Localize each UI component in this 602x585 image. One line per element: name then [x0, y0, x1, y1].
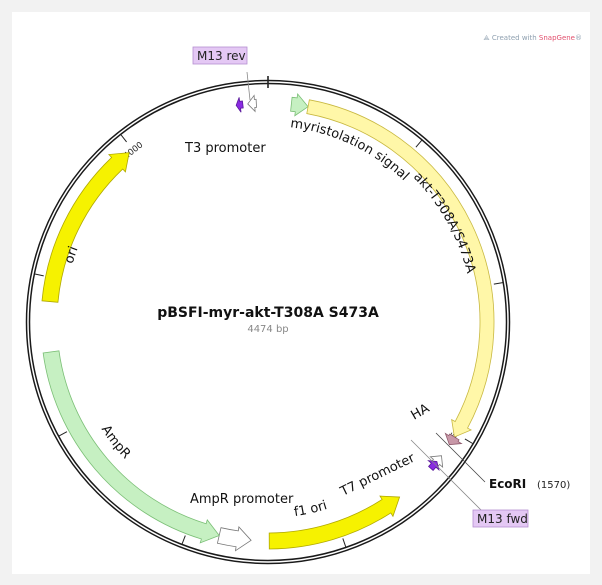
ecori-position-label: (1570): [537, 480, 570, 491]
m13-rev-label: M13 rev: [197, 49, 246, 63]
snapgene-logo-icon: ⟁: [483, 34, 492, 42]
tick-mark-2500: [181, 535, 186, 545]
tick-mark-3500: [34, 273, 44, 277]
m13-rev-leader-line: [246, 71, 251, 101]
feature-ampr[interactable]: [42, 350, 220, 544]
tick-mark-2000: [342, 538, 347, 548]
feature-myristolation-signal[interactable]: [290, 92, 309, 117]
feature-f1-ori[interactable]: [268, 495, 401, 550]
m13-fwd-box[interactable]: M13 fwd: [472, 509, 529, 528]
ecori-site-label[interactable]: EcoRI: [489, 477, 526, 491]
f1-ori-label: f1 ori: [293, 498, 329, 520]
primer-m13-fwd-arrow[interactable]: [427, 460, 440, 472]
tick-mark-1500: [464, 438, 473, 444]
plasmid-size: 4474 bp: [247, 324, 288, 335]
m13-rev-box[interactable]: M13 rev: [192, 46, 248, 65]
t3-promoter-label: T3 promoter: [184, 141, 266, 156]
ori-label: ori: [62, 244, 82, 265]
tick-mark-500: [415, 139, 423, 148]
tick-mark-4000: [120, 134, 127, 143]
snapgene-watermark: ⟁ Created with SnapGene®: [483, 34, 582, 42]
ecori-leader-line: [435, 432, 486, 483]
ha-label: HA: [409, 401, 433, 423]
backbone-circle: [25, 79, 511, 565]
feature-ha-tag[interactable]: [444, 432, 463, 446]
m13-fwd-leader-line: [410, 439, 485, 514]
primer-m13-rev-arrow[interactable]: [235, 97, 244, 113]
ampr-promoter-label: AmpR promoter: [190, 492, 294, 507]
m13-fwd-label: M13 fwd: [477, 512, 528, 526]
tick-mark-1000: [493, 282, 503, 285]
t7-promoter-label: T7 promoter: [337, 450, 418, 500]
feature-t3-promoter[interactable]: [247, 94, 257, 113]
feature-ampr-promoter[interactable]: [216, 526, 252, 552]
tick-mark-3000: [58, 431, 68, 437]
plasmid-name: pBSFI-myr-akt-T308A S473A: [157, 305, 379, 321]
feature-ori[interactable]: [41, 152, 130, 303]
